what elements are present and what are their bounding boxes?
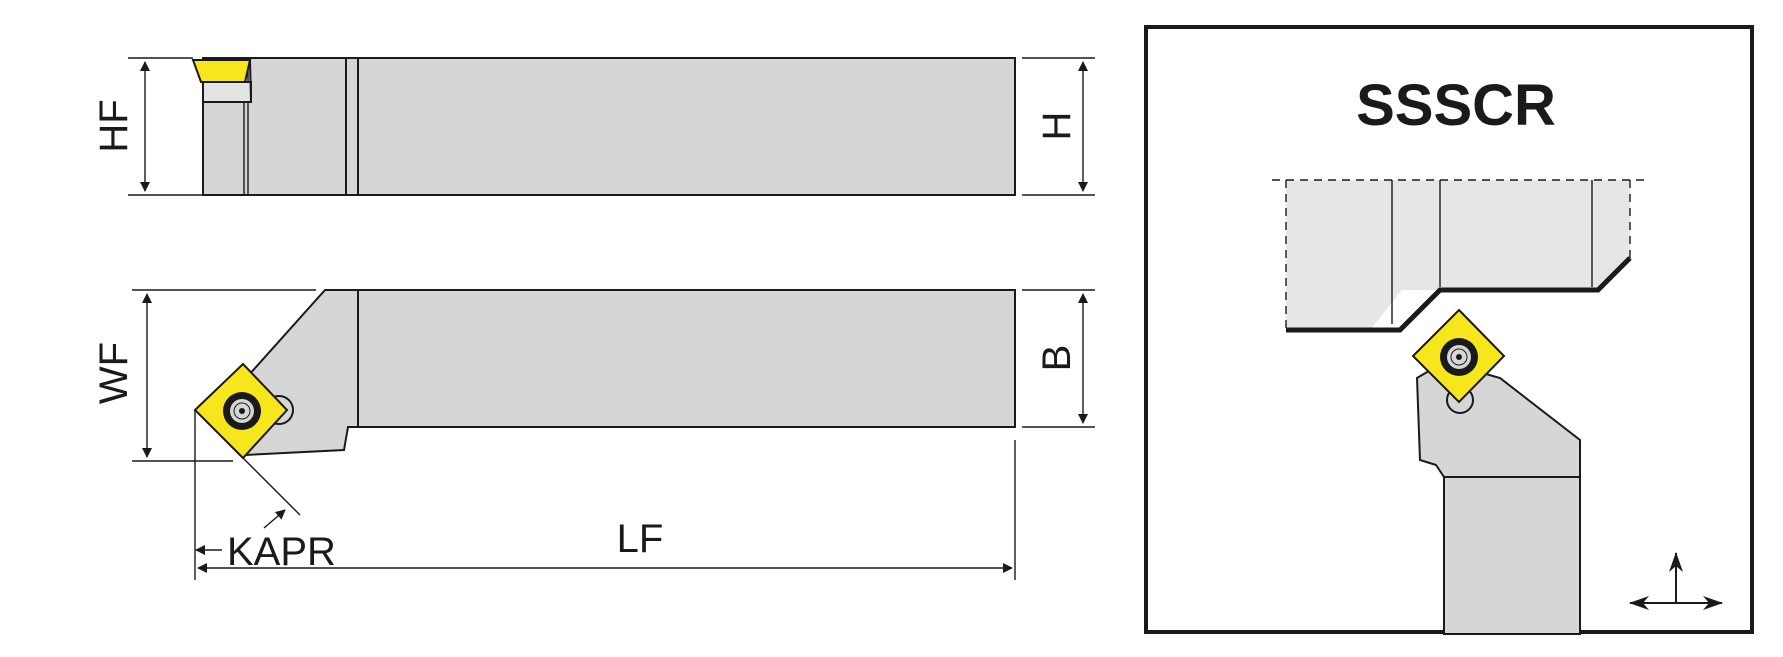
side-view: HF H [92,57,1095,196]
top-view: WF B LF KAPR [92,289,1095,580]
insert-screw-icon [1440,338,1478,376]
detail-title: SSSCR [1356,73,1556,138]
wf-label: WF [92,342,136,404]
h-label: H [1035,112,1079,141]
b-label: B [1035,345,1079,372]
axis-arrows-icon [1629,552,1723,610]
lf-label: LF [617,517,664,561]
kapr-label: KAPR [227,530,336,574]
side-view-shank [314,57,1016,196]
hf-label: HF [92,99,136,152]
workpiece [1272,179,1646,333]
side-view-insert [191,59,252,83]
insert-screw-icon [223,392,261,430]
detail-panel: SSSCR [1144,25,1754,635]
detail-holder [1411,308,1581,635]
side-view-seat [202,81,252,103]
top-view-shank [357,289,1016,428]
